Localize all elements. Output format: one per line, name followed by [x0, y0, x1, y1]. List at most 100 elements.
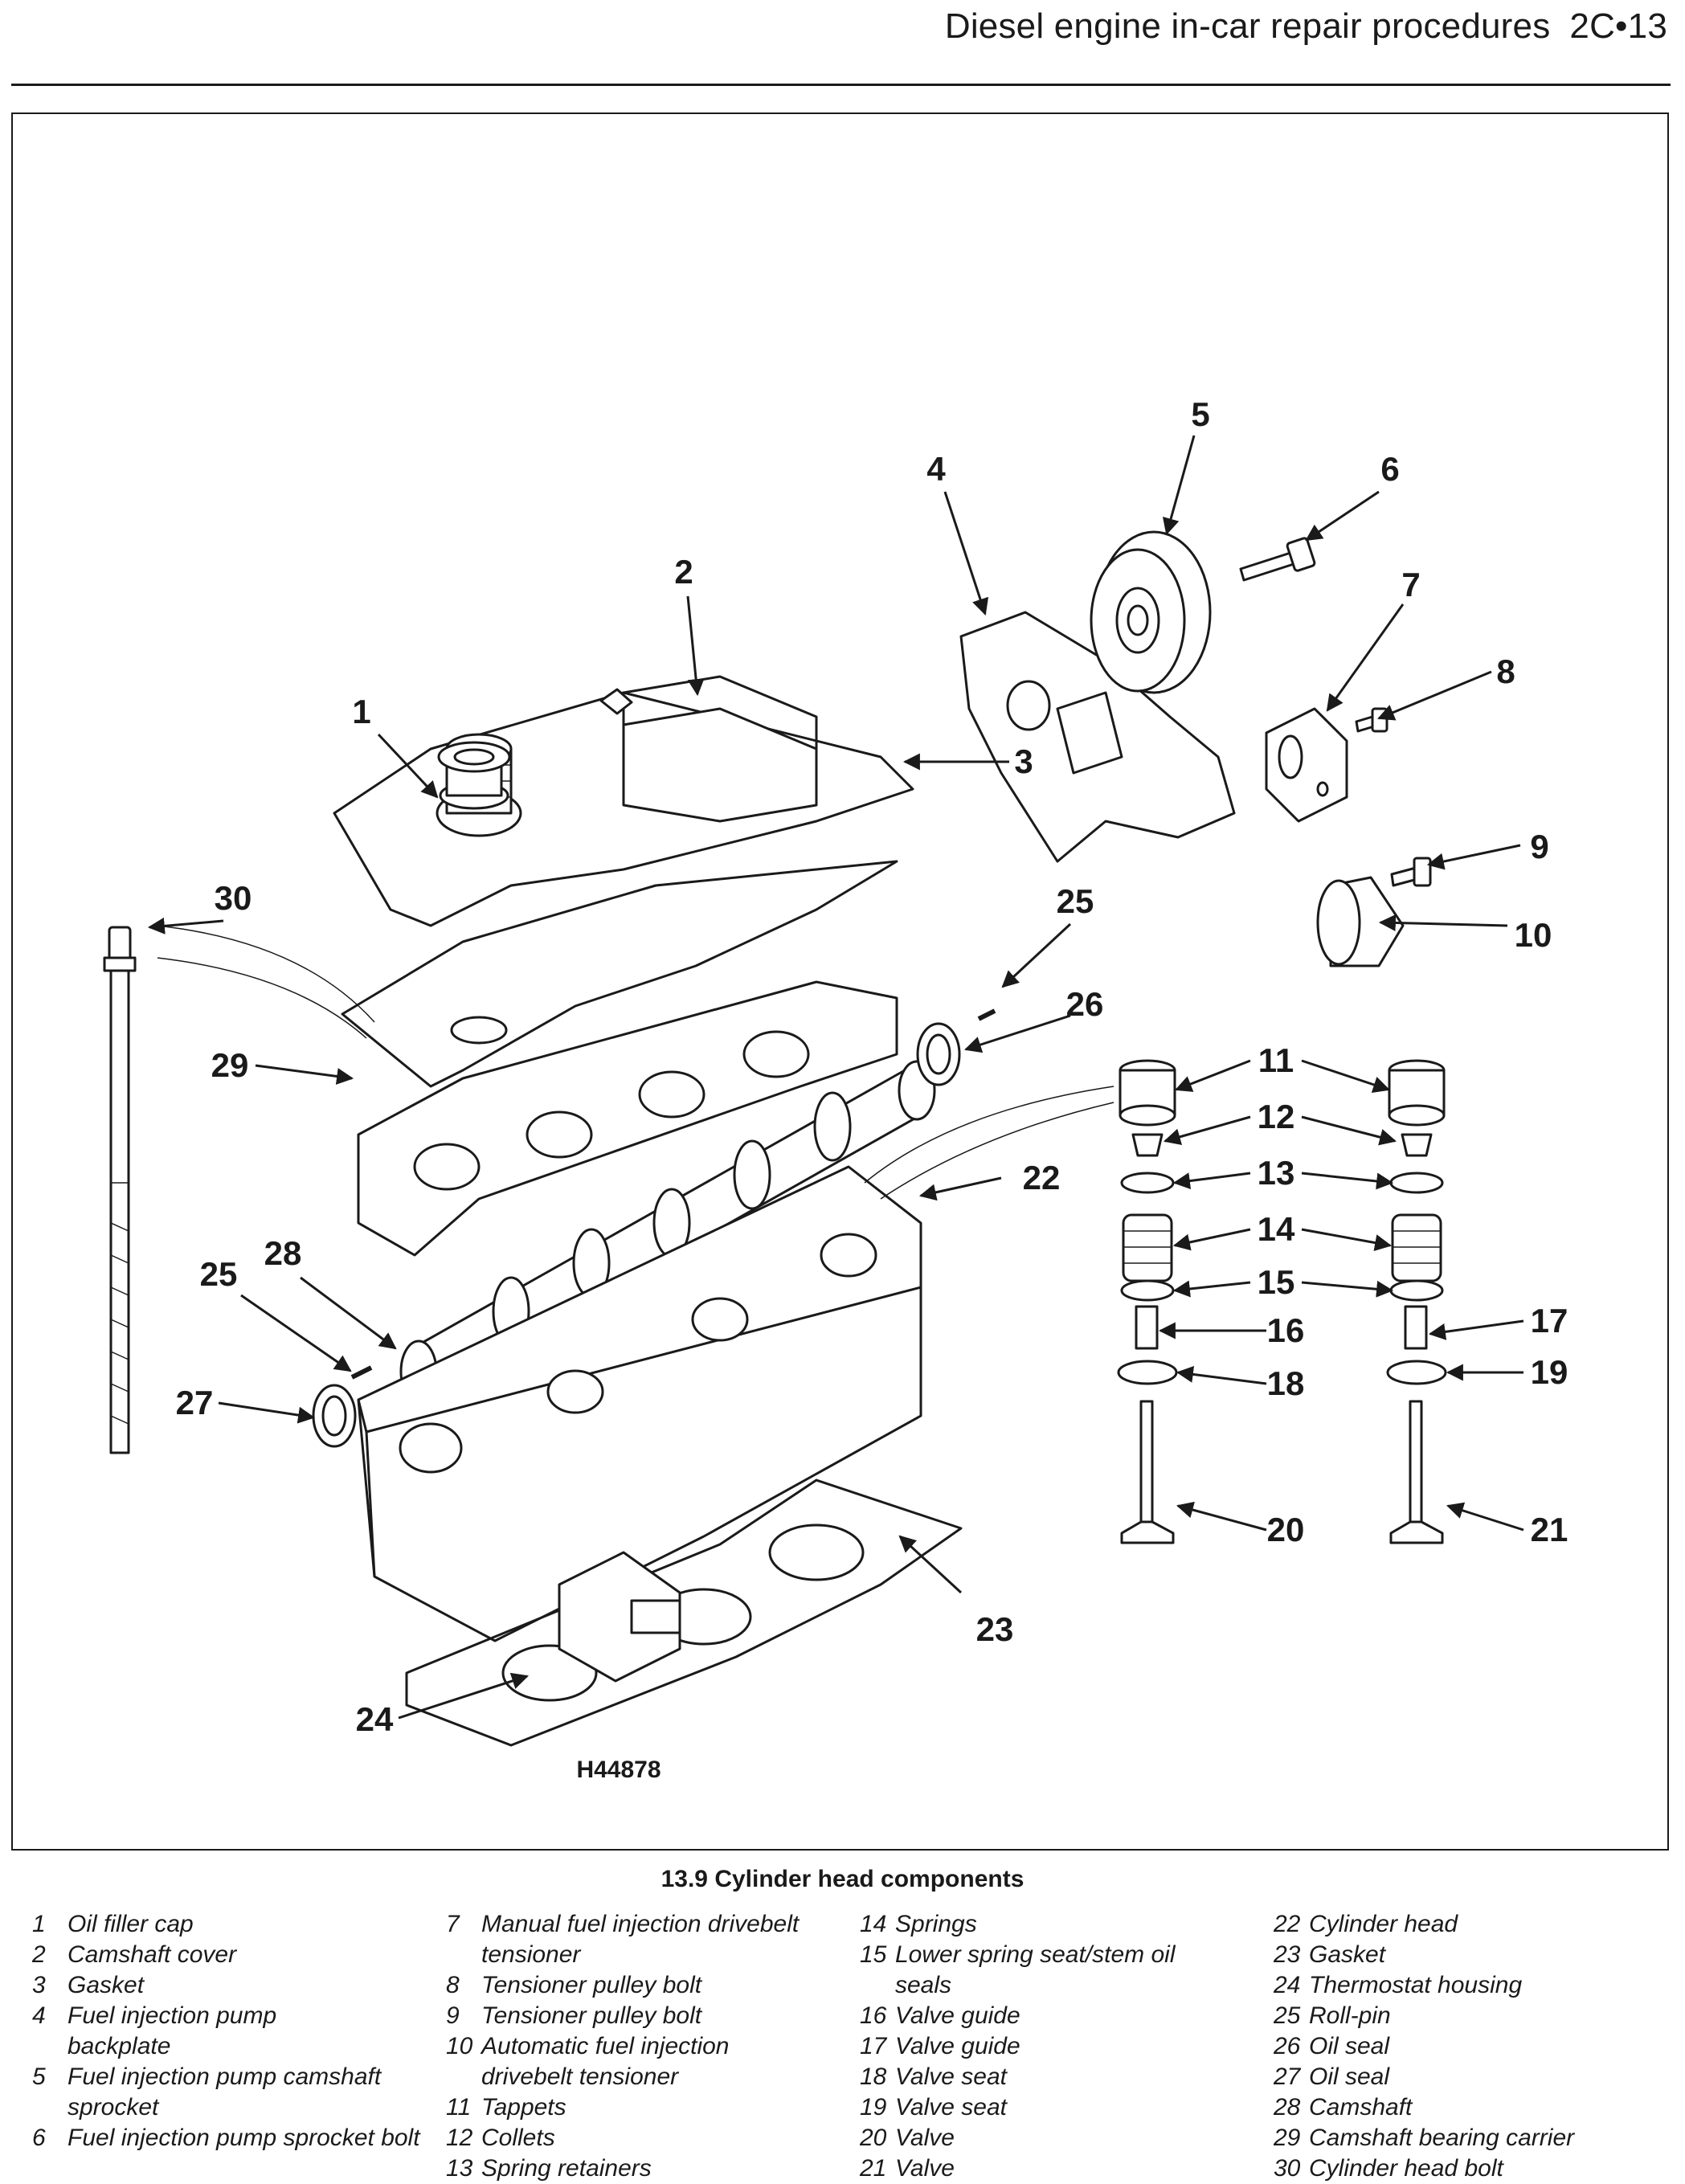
- legend-text: Valve: [895, 2125, 955, 2151]
- oil-seal-right-part: [916, 1022, 961, 1086]
- automatic-tensioner-part: [1316, 876, 1405, 967]
- legend-text: Lower spring seat/stem oil seals: [895, 1941, 1176, 1998]
- legend-num: 21: [860, 2155, 887, 2182]
- callout-30: 30: [215, 879, 252, 917]
- legend-num: 8: [446, 1972, 460, 1998]
- callout-5: 5: [1191, 395, 1209, 433]
- legend-item: 19 Valve seat: [860, 2092, 1274, 2123]
- legend-text: Valve guide: [895, 2002, 1020, 2029]
- legend-text: Cylinder head bolt: [1309, 2155, 1503, 2182]
- pump-sprocket-part: [1090, 530, 1212, 694]
- callout-10: 10: [1515, 916, 1552, 954]
- callout-19: 19: [1531, 1353, 1568, 1391]
- callout-28: 28: [264, 1234, 302, 1272]
- callout-22: 22: [1023, 1159, 1061, 1196]
- legend-num: 28: [1274, 2094, 1301, 2121]
- legend-num: 19: [860, 2094, 887, 2121]
- figure-code: H44878: [576, 1757, 661, 1783]
- thermostat-housing-part: [558, 1551, 681, 1683]
- legend-item: 25 Roll-pin: [1274, 2001, 1671, 2031]
- camshaft-bearing-carrier-part: [357, 980, 898, 1257]
- legend-text: Thermostat housing: [1309, 1972, 1523, 1998]
- legend-text: Camshaft bearing carrier: [1309, 2125, 1575, 2151]
- callout-26: 26: [1066, 985, 1104, 1023]
- legend-item: 27 Oil seal: [1274, 2062, 1671, 2092]
- legend-text: Valve seat: [895, 2063, 1007, 2090]
- exploded-diagram: 1 2 3 4 5 6 7 8 9 10 11 12 13 14 15 16 1…: [103, 395, 1568, 1783]
- legend-text: Valve: [895, 2155, 955, 2182]
- callout-9: 9: [1530, 828, 1548, 865]
- camshaft-cover-part: [333, 675, 914, 927]
- callout-4: 4: [926, 450, 946, 488]
- legend-text: Tensioner pulley bolt: [481, 2002, 702, 2029]
- legend-text: Tensioner pulley bolt: [481, 1972, 702, 1998]
- legend-item: 16 Valve guide: [860, 2001, 1274, 2031]
- legend-num: 2: [32, 1941, 46, 1968]
- roll-pin-left-part: [350, 1365, 373, 1380]
- callout-18: 18: [1267, 1364, 1305, 1402]
- legend-text: Gasket: [67, 1972, 145, 1998]
- page-header: Diesel engine in-car repair procedures 2C…: [945, 6, 1667, 47]
- legend-text: Oil seal: [1309, 2033, 1390, 2059]
- callout-11: 11: [1258, 1041, 1294, 1079]
- legend-text: Oil filler cap: [67, 1911, 194, 1937]
- roll-pin-right-part: [977, 1008, 996, 1021]
- sprocket-bolt-part: [1239, 537, 1316, 582]
- legend-text: Tappets: [481, 2094, 566, 2121]
- callout-15: 15: [1258, 1263, 1295, 1301]
- legend-text: Fuel injection pump backplate: [67, 2002, 277, 2059]
- callout-1: 1: [352, 693, 370, 730]
- legend-item: 26 Oil seal: [1274, 2031, 1671, 2062]
- page-number: 2C•13: [1569, 6, 1667, 46]
- legend-num: 3: [32, 1972, 46, 1998]
- legend-item: 1 Oil filler cap: [32, 1909, 446, 1940]
- legend-num: 29: [1274, 2125, 1301, 2151]
- legend-text: Spring retainers: [481, 2155, 652, 2182]
- legend-item: 3 Gasket: [32, 1970, 446, 2001]
- legend-text: Collets: [481, 2125, 555, 2151]
- header-rule: [11, 84, 1671, 86]
- legend-num: 6: [32, 2125, 46, 2151]
- tensioner-bolt-9-part: [1390, 857, 1432, 887]
- legend-text: Automatic fuel injection drivebelt tensi…: [481, 2033, 730, 2090]
- callout-29: 29: [211, 1046, 249, 1084]
- callout-7: 7: [1401, 566, 1420, 603]
- callout-24: 24: [356, 1700, 394, 1738]
- legend-num: 9: [446, 2002, 460, 2029]
- section-title: Diesel engine in-car repair procedures: [944, 6, 1551, 46]
- valve-assembly-right: [1386, 1059, 1447, 1544]
- callout-13: 13: [1258, 1154, 1295, 1192]
- legend-text: Fuel injection pump camshaft sprocket: [67, 2063, 382, 2121]
- legend-text: Roll-pin: [1309, 2002, 1391, 2029]
- legend-num: 17: [860, 2033, 887, 2059]
- legend-num: 1: [32, 1911, 46, 1937]
- legend-num: 30: [1274, 2155, 1301, 2182]
- legend-num: 16: [860, 2002, 887, 2029]
- legend-num: 20: [860, 2125, 887, 2151]
- legend-num: 10: [446, 2033, 473, 2059]
- legend-text: Valve seat: [895, 2094, 1007, 2121]
- legend-num: 7: [446, 1911, 460, 1937]
- callout-3: 3: [1014, 742, 1033, 780]
- callout-23: 23: [976, 1610, 1014, 1648]
- legend-item: 20 Valve: [860, 2123, 1274, 2153]
- legend-num: 26: [1274, 2033, 1301, 2059]
- legend-num: 25: [1274, 2002, 1301, 2029]
- legend-num: 27: [1274, 2063, 1301, 2090]
- legend-item: 10 Automatic fuel injection drivebelt ten…: [446, 2031, 860, 2092]
- legend-item: 8 Tensioner pulley bolt: [446, 1970, 860, 2001]
- legend-num: 18: [860, 2063, 887, 2090]
- legend-item: 18 Valve seat: [860, 2062, 1274, 2092]
- legend-text: Oil seal: [1309, 2063, 1390, 2090]
